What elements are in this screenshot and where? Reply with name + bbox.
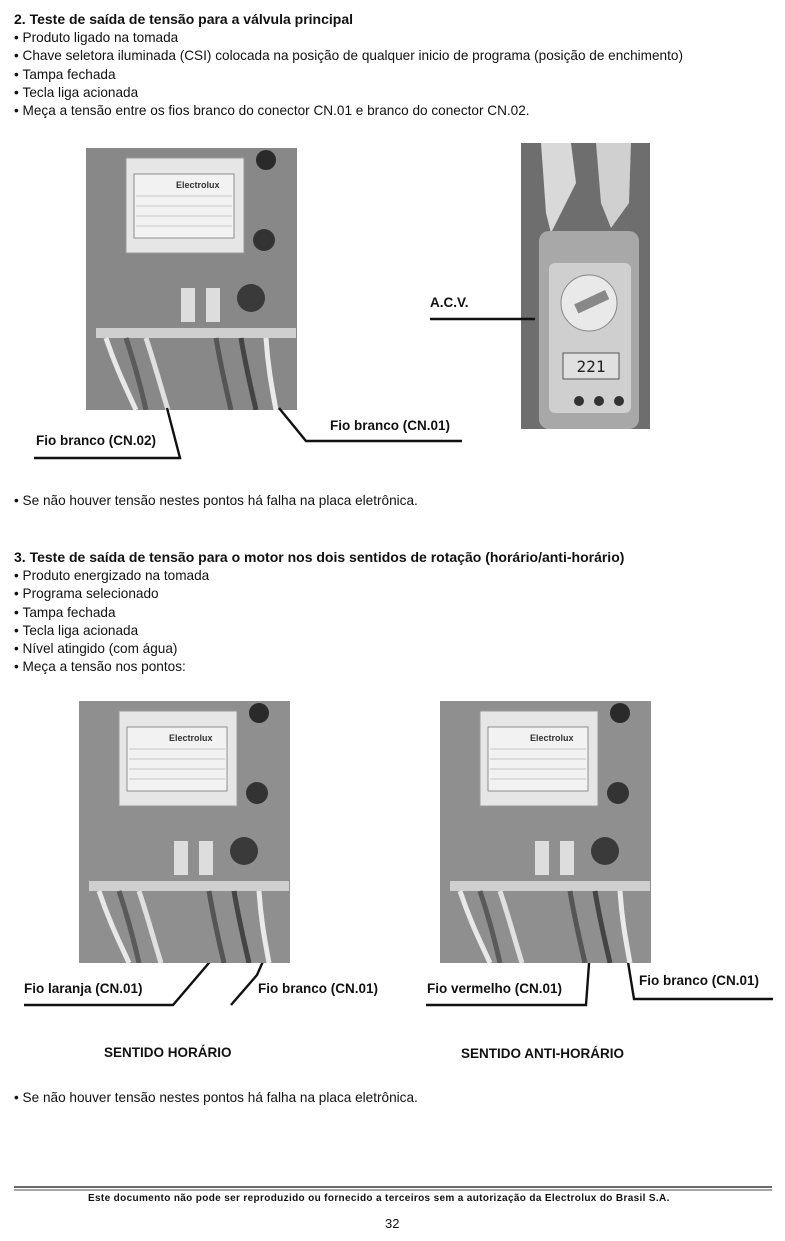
callout-line-vermelho xyxy=(426,949,592,1007)
section2-title: 2. Teste de saída de tensão para a válvu… xyxy=(14,11,353,27)
section2-note: Se não houver tensão nestes pontos há fa… xyxy=(14,493,418,508)
label-fio-branco-cn02: Fio branco (CN.02) xyxy=(36,433,157,448)
list-item: Tampa fechada xyxy=(14,66,683,84)
list-item: Tampa fechada xyxy=(14,604,209,622)
callout-line-cn02 xyxy=(34,407,182,460)
multimeter-image: 221 xyxy=(521,143,650,429)
label-fio-laranja-cn01: Fio laranja (CN.01) xyxy=(24,981,143,996)
label-fio-branco-cn01-right: Fio branco (CN.01) xyxy=(639,973,760,988)
board-brand-text: Electrolux xyxy=(176,180,220,190)
page-number: 32 xyxy=(385,1216,400,1231)
list-item: Produto energizado na tomada xyxy=(14,567,210,585)
list-item: Meça a tensão entre os fios branco do co… xyxy=(14,102,683,120)
section3-note: Se não houver tensão nestes pontos há fa… xyxy=(14,1090,418,1105)
caption-sentido-horario: SENTIDO HORÁRIO xyxy=(104,1045,232,1060)
list-item: Chave seletora iluminada (CSI) colocada … xyxy=(14,47,683,65)
board-brand-text: Electrolux xyxy=(169,733,213,743)
section3-title: 3. Teste de saída de tensão para o motor… xyxy=(14,549,625,565)
label-fio-branco-cn01-left: Fio branco (CN.01) xyxy=(258,981,379,996)
footer-disclaimer: Este documento não pode ser reproduzido … xyxy=(88,1193,670,1204)
list-item: Programa selecionado xyxy=(14,585,209,603)
circuit-board-photo: Electrolux xyxy=(86,148,297,410)
multimeter-photo: 221 xyxy=(521,143,650,429)
label-fio-branco-cn01: Fio branco (CN.01) xyxy=(330,418,451,433)
caption-sentido-anti-horario: SENTIDO ANTI-HORÁRIO xyxy=(461,1046,624,1061)
label-acv: A.C.V. xyxy=(430,295,469,310)
label-fio-vermelho-cn01: Fio vermelho (CN.01) xyxy=(427,981,563,996)
list-item: Nível atingido (com água) xyxy=(14,640,209,658)
section2-list: Produto ligado na tomada Chave seletora … xyxy=(14,29,683,120)
circuit-board-image: Electrolux xyxy=(440,701,651,963)
section3-list: Produto energizado na tomada Programa se… xyxy=(14,567,210,677)
multimeter-display-value: 221 xyxy=(577,357,606,376)
circuit-board-photo-anti-horario: Electrolux xyxy=(440,701,651,963)
callout-line-laranja xyxy=(24,949,221,1007)
callout-line-cn01 xyxy=(278,407,462,443)
list-item: Tecla liga acionada xyxy=(14,84,683,102)
list-item: Meça a tensão nos pontos: xyxy=(14,658,209,676)
circuit-board-image: Electrolux xyxy=(79,701,290,963)
circuit-board-photo-horario: Electrolux xyxy=(79,701,290,963)
callout-line-branco-right xyxy=(626,961,773,1001)
list-item: Produto ligado na tomada xyxy=(14,29,683,47)
list-item: Tecla liga acionada xyxy=(14,622,209,640)
board-brand-text: Electrolux xyxy=(530,733,574,743)
circuit-board-image: Electrolux xyxy=(86,148,297,410)
